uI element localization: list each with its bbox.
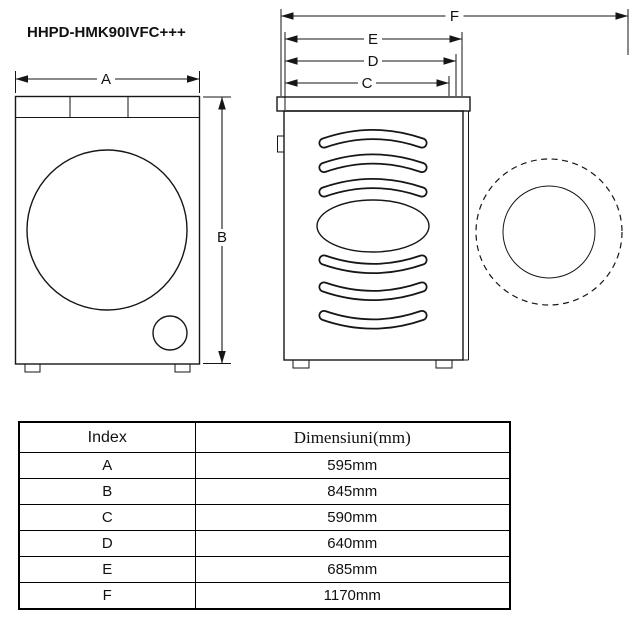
table-row: D 640mm <box>18 530 511 557</box>
side-body-outline <box>283 110 464 361</box>
dimension-e: E <box>284 31 463 110</box>
dim-d-label-bg <box>364 53 382 69</box>
table-row: E 685mm <box>18 556 511 583</box>
dimension-a: A <box>15 70 200 93</box>
table-row: C 590mm <box>18 504 511 531</box>
row-value-c: 590mm <box>194 504 511 531</box>
front-view <box>14 95 201 373</box>
vent-slot-inner <box>320 130 426 147</box>
door-circle <box>26 149 188 311</box>
row-value-f: 1170mm <box>194 582 511 610</box>
vent-slots <box>316 129 430 330</box>
dim-a-label: A <box>101 71 111 88</box>
door-swing <box>475 158 623 306</box>
row-value-a: 595mm <box>194 452 511 479</box>
side-foot-left <box>292 359 310 369</box>
front-foot-right <box>174 363 191 373</box>
row-value-d: 640mm <box>194 530 511 557</box>
dim-b-label: B <box>217 229 227 246</box>
column-header-dimensions: Dimensiuni(mm) <box>194 421 511 453</box>
row-index-d: D <box>18 530 196 557</box>
row-value-b: 845mm <box>194 478 511 505</box>
side-top-lid <box>276 96 471 112</box>
side-foot-right <box>435 359 453 369</box>
dimension-diagram: HHPD-HMK90IVFC+++ A B <box>14 8 629 373</box>
table-header-row: Index Dimensiuni(mm) <box>18 421 511 453</box>
row-index-b: B <box>18 478 196 505</box>
dimension-c: C <box>285 75 450 96</box>
dim-b-label-bg <box>213 229 231 246</box>
dim-f-label-bg <box>445 8 464 24</box>
row-index-e: E <box>18 556 196 583</box>
row-index-a: A <box>18 452 196 479</box>
vent-slot-inner <box>320 283 426 300</box>
row-index-c: C <box>18 504 196 531</box>
dim-d-label: D <box>368 53 379 70</box>
model-number: HHPD-HMK90IVFC+++ <box>27 24 186 41</box>
table-row: F 1170mm <box>18 582 511 610</box>
dim-f-label: F <box>450 8 459 25</box>
vent-slot-inner <box>320 155 426 172</box>
row-value-e: 685mm <box>194 556 511 583</box>
dimensions-table: Index Dimensiuni(mm) A 595mm B 845mm C 5… <box>18 421 511 610</box>
dim-e-label-bg <box>364 31 382 47</box>
side-left-bracket <box>277 135 285 153</box>
side-view <box>276 96 471 369</box>
door-swing-inner-circle <box>502 185 596 279</box>
front-foot-left <box>24 363 41 373</box>
row-index-f: F <box>18 582 196 610</box>
vent-slot-inner <box>320 179 426 196</box>
dim-a-label-bg <box>97 70 115 87</box>
table-row: A 595mm <box>18 452 511 479</box>
dim-c-label-bg <box>358 75 376 91</box>
center-oval-vent <box>316 199 430 253</box>
door-swing-dashed-circle <box>475 158 623 306</box>
dim-c-label: C <box>362 75 373 92</box>
table-row: B 845mm <box>18 478 511 505</box>
filter-cap-circle <box>152 315 188 351</box>
dim-e-label: E <box>368 31 378 48</box>
vent-slot-inner <box>320 311 426 328</box>
front-body-outline <box>14 95 201 365</box>
dimension-d: D <box>285 53 457 96</box>
dimension-f: F <box>280 8 629 96</box>
vent-slot-inner <box>320 256 426 273</box>
dimension-b: B <box>203 96 231 364</box>
column-header-index: Index <box>18 421 196 453</box>
